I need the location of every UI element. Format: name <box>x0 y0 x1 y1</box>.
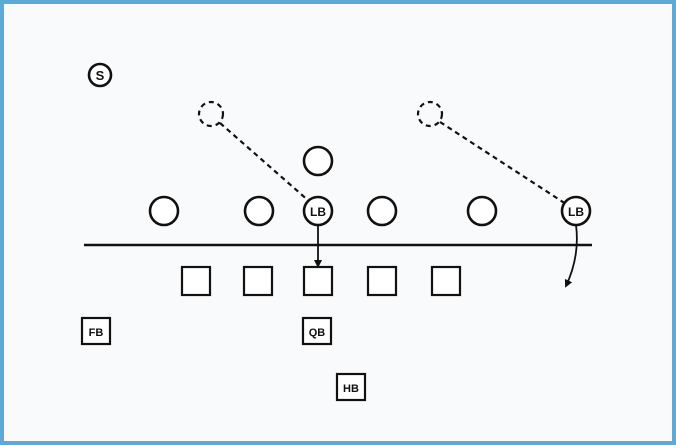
inside-linebacker-marker: LB <box>302 195 334 227</box>
quarterback-label: QB <box>309 327 326 339</box>
pre-snap-position-left <box>197 100 225 128</box>
pre-snap-position-right <box>416 100 444 128</box>
halfback-label: HB <box>343 383 359 395</box>
outside-linebacker-label: LB <box>568 205 584 219</box>
quarterback-marker: QB <box>301 316 333 346</box>
defender-circle <box>466 195 498 227</box>
play-diagram: S LB LB FB QB HB <box>80 62 592 402</box>
center <box>302 265 334 297</box>
inside-linebacker-label: LB <box>310 205 326 219</box>
outside-linebacker-marker: LB <box>560 195 592 227</box>
defender-circle <box>302 145 334 177</box>
blitz-path-outside <box>439 121 567 205</box>
defender-circle <box>366 195 398 227</box>
fullback-marker: FB <box>80 316 112 346</box>
safety-marker: S <box>87 62 113 88</box>
defender-circle <box>243 195 275 227</box>
linebacker-drop-arrow <box>564 224 578 288</box>
blitz-path-inside <box>219 122 311 203</box>
fullback-label: FB <box>89 327 104 339</box>
halfback-marker: HB <box>335 372 367 402</box>
defender-circle <box>148 195 180 227</box>
offensive-lineman <box>242 265 274 297</box>
offensive-lineman <box>180 265 212 297</box>
safety-label: S <box>96 68 105 83</box>
offensive-lineman <box>366 265 398 297</box>
offensive-lineman <box>430 265 462 297</box>
